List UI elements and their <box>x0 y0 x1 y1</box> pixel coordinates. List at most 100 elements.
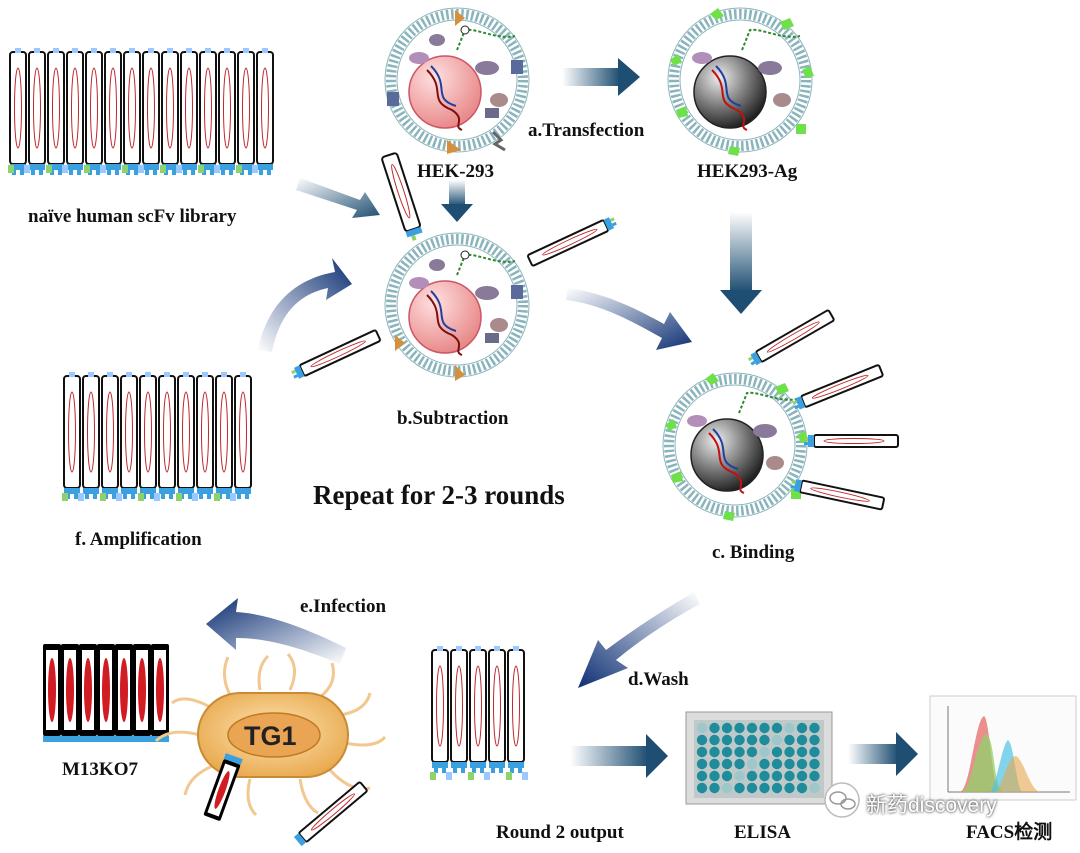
elisa-well <box>796 746 808 758</box>
infection-arrow <box>206 598 346 664</box>
elisa-well <box>796 770 808 782</box>
watermark-text: 新药discovery <box>866 794 997 817</box>
tg1-attached-phage-1 <box>203 753 243 821</box>
elisa-well <box>734 722 745 734</box>
elisa-well <box>771 722 783 734</box>
binding-cell <box>663 373 809 521</box>
elisa-well <box>809 758 820 770</box>
elisa-well <box>771 746 783 758</box>
elisa-well <box>734 770 745 782</box>
hek293ag-cell <box>668 8 814 156</box>
elisa-well <box>746 770 758 782</box>
elisa-well <box>784 746 795 758</box>
elisa-well <box>759 782 770 794</box>
amplification-label: f. Amplification <box>75 529 202 550</box>
elisa-plate <box>685 711 833 805</box>
elisa-well <box>734 782 745 794</box>
repeat-rounds-label: Repeat for 2-3 rounds <box>313 480 565 510</box>
elisa-well <box>784 770 795 782</box>
subtraction-to-binding-arrow <box>566 288 692 350</box>
library-to-subtraction-arrow <box>296 178 380 218</box>
free-phage-1 <box>381 152 423 241</box>
m13ko7-label: M13KO7 <box>62 759 138 780</box>
elisa-well <box>709 734 720 746</box>
tg1-attached-phage-2 <box>293 781 368 847</box>
hek293-cell <box>385 8 529 154</box>
elisa-well <box>809 782 820 794</box>
elisa-well <box>721 758 733 770</box>
tg1-bacterium <box>154 653 387 817</box>
elisa-well <box>746 782 758 794</box>
elisa-well <box>759 746 770 758</box>
elisa-well <box>809 746 820 758</box>
elisa-well <box>709 770 720 782</box>
elisa-well <box>796 758 808 770</box>
hek293ag-down-arrow <box>720 212 762 314</box>
elisa-well <box>796 734 808 746</box>
elisa-well <box>721 746 733 758</box>
elisa-well <box>721 722 733 734</box>
elisa-well <box>784 758 795 770</box>
tg1-label: TG1 <box>244 721 297 751</box>
elisa-well <box>746 734 758 746</box>
elisa-well <box>696 734 708 746</box>
library-label: naïve human scFv library <box>28 206 237 227</box>
elisa-well <box>709 758 720 770</box>
elisa-well <box>771 782 783 794</box>
round2-phages <box>430 645 528 780</box>
elisa-well <box>784 734 795 746</box>
transfection-label: a.Transfection <box>528 120 645 141</box>
elisa-well <box>746 746 758 758</box>
binding-phage-1 <box>745 308 836 369</box>
elisa-well <box>721 770 733 782</box>
elisa-well <box>759 770 770 782</box>
subtraction-label: b.Subtraction <box>397 408 509 429</box>
elisa-well <box>759 722 770 734</box>
transfection-arrow <box>562 58 640 96</box>
round2-to-elisa-arrow <box>570 734 668 778</box>
wash-arrow <box>578 592 700 688</box>
elisa-well <box>796 782 808 794</box>
subtraction-cell <box>385 233 529 381</box>
binding-phage-2 <box>790 363 885 413</box>
hek293ag-label: HEK293-Ag <box>697 161 798 182</box>
recycle-arrow <box>258 258 352 352</box>
elisa-well <box>784 782 795 794</box>
facs-histogram <box>929 695 1077 801</box>
elisa-well <box>746 722 758 734</box>
facs-label: FACS检测 <box>966 822 1053 843</box>
elisa-well <box>809 734 820 746</box>
elisa-well <box>734 746 745 758</box>
elisa-well <box>709 782 720 794</box>
elisa-label: ELISA <box>734 822 792 843</box>
elisa-well <box>721 782 733 794</box>
hek293-label: HEK-293 <box>417 161 495 182</box>
elisa-well <box>759 734 770 746</box>
elisa-well <box>734 734 745 746</box>
elisa-well <box>696 746 708 758</box>
elisa-well <box>759 758 770 770</box>
subtraction-phage-right <box>526 214 619 268</box>
elisa-well <box>696 722 708 734</box>
elisa-well <box>734 758 745 770</box>
elisa-well <box>709 746 720 758</box>
m13ko7-phages <box>43 644 169 742</box>
elisa-to-facs-arrow <box>848 732 918 776</box>
binding-phage-4 <box>788 477 886 511</box>
elisa-well <box>771 734 783 746</box>
hek293-down-arrow <box>441 180 473 222</box>
scfv-library-phages <box>9 47 274 176</box>
elisa-well <box>709 722 720 734</box>
infection-label: e.Infection <box>300 596 387 617</box>
elisa-well <box>784 722 795 734</box>
elisa-well <box>771 758 783 770</box>
binding-phage-3 <box>803 434 899 448</box>
round2-output-label: Round 2 output <box>496 822 624 843</box>
elisa-well <box>696 782 708 794</box>
elisa-well <box>796 722 808 734</box>
elisa-well <box>809 770 820 782</box>
watermark-logo <box>824 782 860 818</box>
binding-label: c. Binding <box>712 542 795 563</box>
